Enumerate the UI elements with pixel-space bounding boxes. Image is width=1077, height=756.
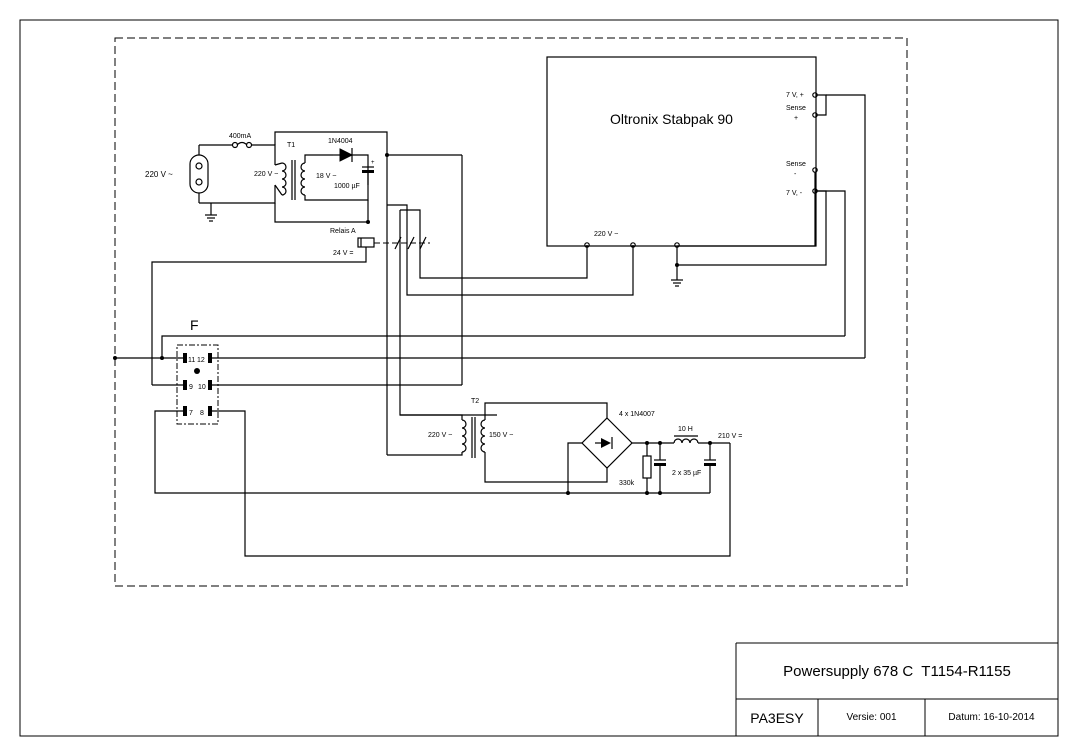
capacitor-35uf-1 [654,443,666,493]
pin-7: 7 [189,410,193,417]
cap1-plus: + [371,160,375,166]
sense-plus-label-2: + [794,115,798,122]
cap1-label: 1000 µF [334,183,360,190]
pin-8: 8 [200,410,204,417]
drawing-version: Versie: 001 [846,712,897,723]
relay-label: Relais A [330,228,356,235]
relay-voltage-label: 24 V = [333,250,353,257]
diode-label: 1N4004 [328,138,353,145]
diode-1n4004 [339,148,354,162]
fuse-symbol [231,141,253,149]
pin-10: 10 [198,384,206,391]
connector-pins [183,353,212,416]
t1-primary-label: 220 V ~ [254,171,278,178]
out-minus-label: 7 V, - [786,190,803,197]
sense-minus-label-2: - [794,171,797,178]
t1-secondary-label: 18 V ~ [316,173,336,180]
sense-plus-label-1: Sense [786,105,806,112]
transformer-t1 [274,160,306,200]
choke-10h [673,435,699,444]
ground-symbol-mains [205,214,217,222]
hv-out-label: 210 V = [718,433,742,440]
stabpak-module [546,56,817,247]
sheet-border [19,19,1059,737]
bridge-rectifier [581,417,633,469]
mains-voltage-label: 220 V ~ [145,170,173,179]
junction-dots [366,153,712,495]
module-ac-label: 220 V ~ [594,231,618,238]
t1-label: T1 [287,142,295,149]
resistor-label: 330k [619,480,635,487]
capacitor-1000uf [362,166,374,185]
bridge-label: 4 x 1N4007 [619,411,655,418]
relay-a [357,236,430,250]
drawing-date: Datum: 16-10-2014 [948,712,1035,723]
pin-9: 9 [189,384,193,391]
caps2-label: 2 x 35 µF [672,470,701,477]
transformer-t2 [461,417,486,458]
drawing-author: PA3ESY [750,709,804,726]
fuse-label: 400mA [229,133,252,140]
pin-11: 11 [188,357,195,364]
enclosure-outline [114,37,908,587]
sense-minus-label-1: Sense [786,161,806,168]
pin-12: 12 [197,357,205,364]
stabpak-title: Oltronix Stabpak 90 [610,111,733,127]
ground-symbol-module [671,279,683,287]
out-plus-label: 7 V, + [786,92,804,99]
resistor-330k [642,455,652,479]
mains-plug [189,145,209,203]
drawing-title: Powersupply 678 C T1154-R1155 [783,662,1011,680]
choke-label: 10 H [678,426,693,433]
t2-secondary-label: 150 V ~ [489,432,513,439]
capacitor-35uf-2 [704,443,716,493]
t2-primary-label: 220 V ~ [428,432,452,439]
t2-label: T2 [471,398,479,405]
connector-f-label: F [190,317,199,333]
title-block [735,642,1058,736]
